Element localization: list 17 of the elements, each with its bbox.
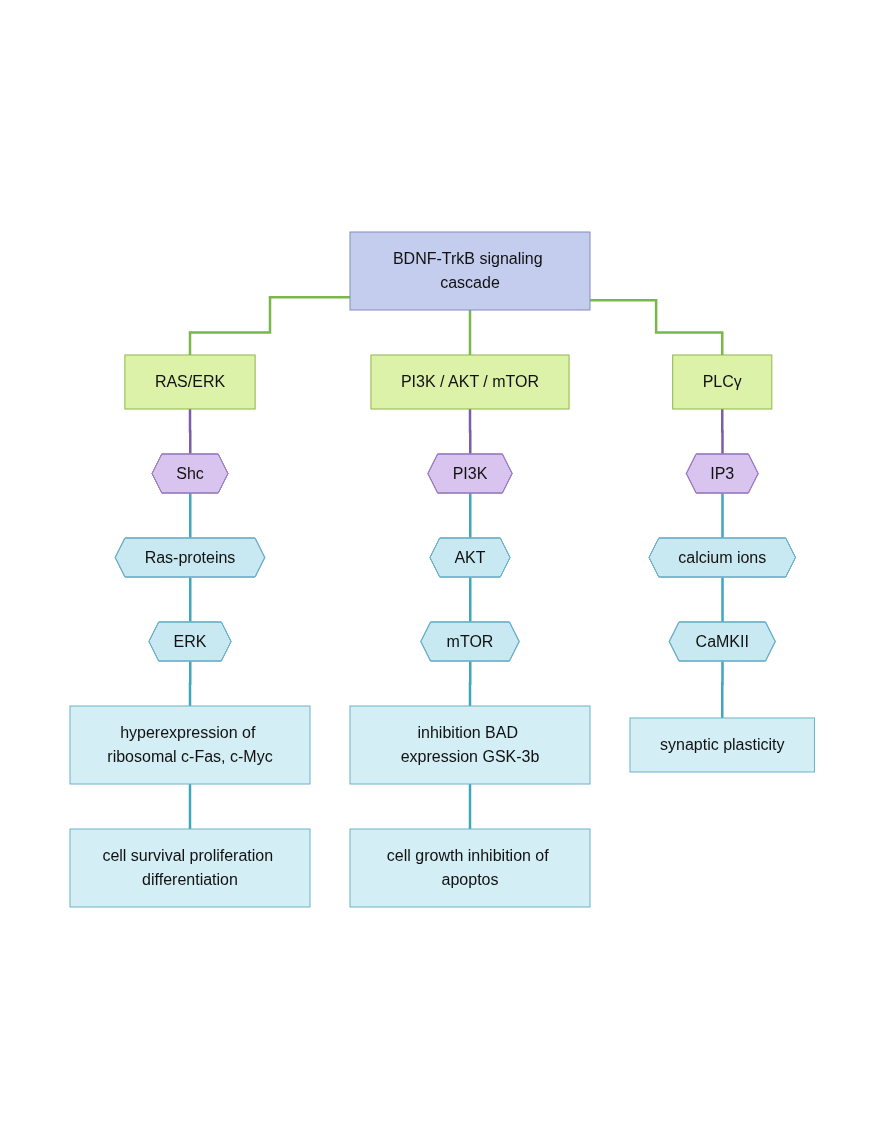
node-box: hyperexpression of ribosomal c-Fas, c-Myc [69, 705, 311, 784]
node-box: inhibition BAD expression GSK-3b [349, 705, 591, 784]
node-box: PI3K / AKT / mTOR [370, 354, 570, 409]
connector [188, 659, 192, 707]
connector [589, 298, 724, 356]
node-box: synaptic plasticity [629, 717, 815, 772]
connector [468, 659, 472, 707]
connector [188, 295, 350, 356]
node-box: BDNF-TrkB signaling cascade [349, 231, 591, 310]
connector [188, 782, 191, 830]
connector [468, 308, 471, 356]
connector [468, 782, 471, 830]
connector [720, 659, 724, 719]
node-box: cell growth inhibition of apoptos [349, 828, 591, 907]
node-box: PLCγ [671, 354, 773, 409]
node-box: cell survival proliferation differentiation [69, 828, 311, 907]
node-box: RAS/ERK [124, 354, 256, 409]
